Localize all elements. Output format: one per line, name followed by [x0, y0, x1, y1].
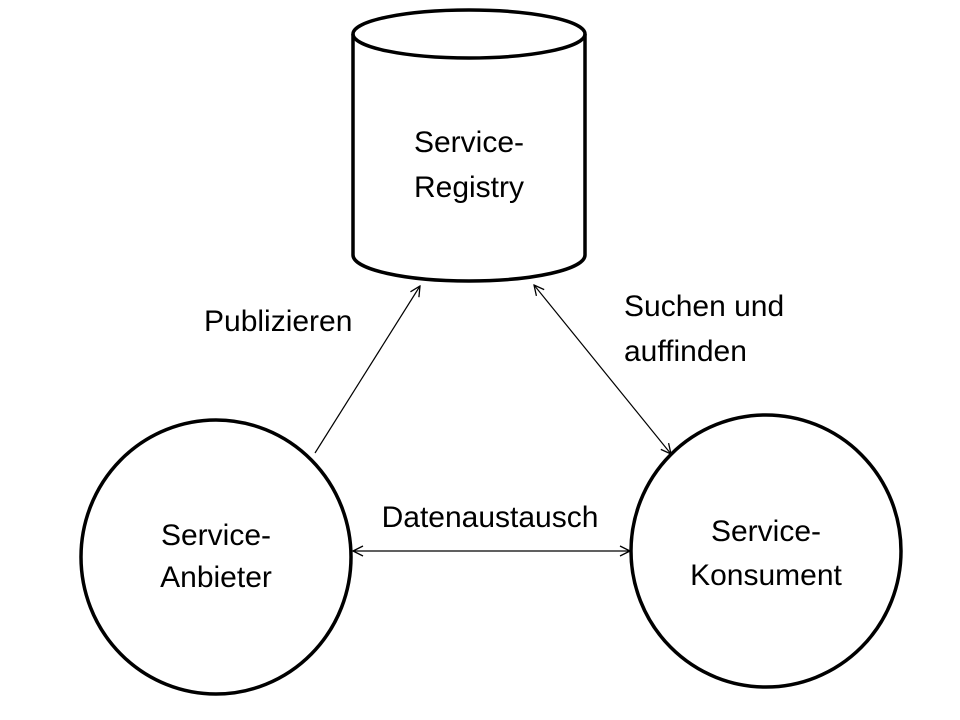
registry-label-line2: Registry: [414, 171, 524, 204]
consumer-label-line2: Konsument: [690, 559, 842, 592]
registry-label-line1: Service-: [414, 126, 524, 159]
find-arrow: [534, 285, 671, 454]
provider-circle: [79, 418, 353, 696]
exchange-label: Datenaustausch: [382, 501, 599, 534]
registry-cylinder-body: [351, 34, 587, 283]
service-provider-node: Service- Anbieter: [79, 418, 353, 696]
provider-label-line1: Service-: [161, 519, 271, 552]
provider-label-line2: Anbieter: [160, 561, 272, 594]
service-consumer-node: Service- Konsument: [629, 413, 903, 689]
publish-label: Publizieren: [204, 305, 352, 338]
consumer-circle: [629, 413, 903, 689]
service-registry-node: Service- Registry: [351, 8, 587, 283]
consumer-label-line1: Service-: [711, 515, 821, 548]
publish-arrow: [314, 286, 420, 454]
find-label-line2: auffinden: [624, 335, 747, 368]
registry-cylinder-top: [351, 8, 587, 60]
find-label-line1: Suchen und: [624, 290, 784, 323]
